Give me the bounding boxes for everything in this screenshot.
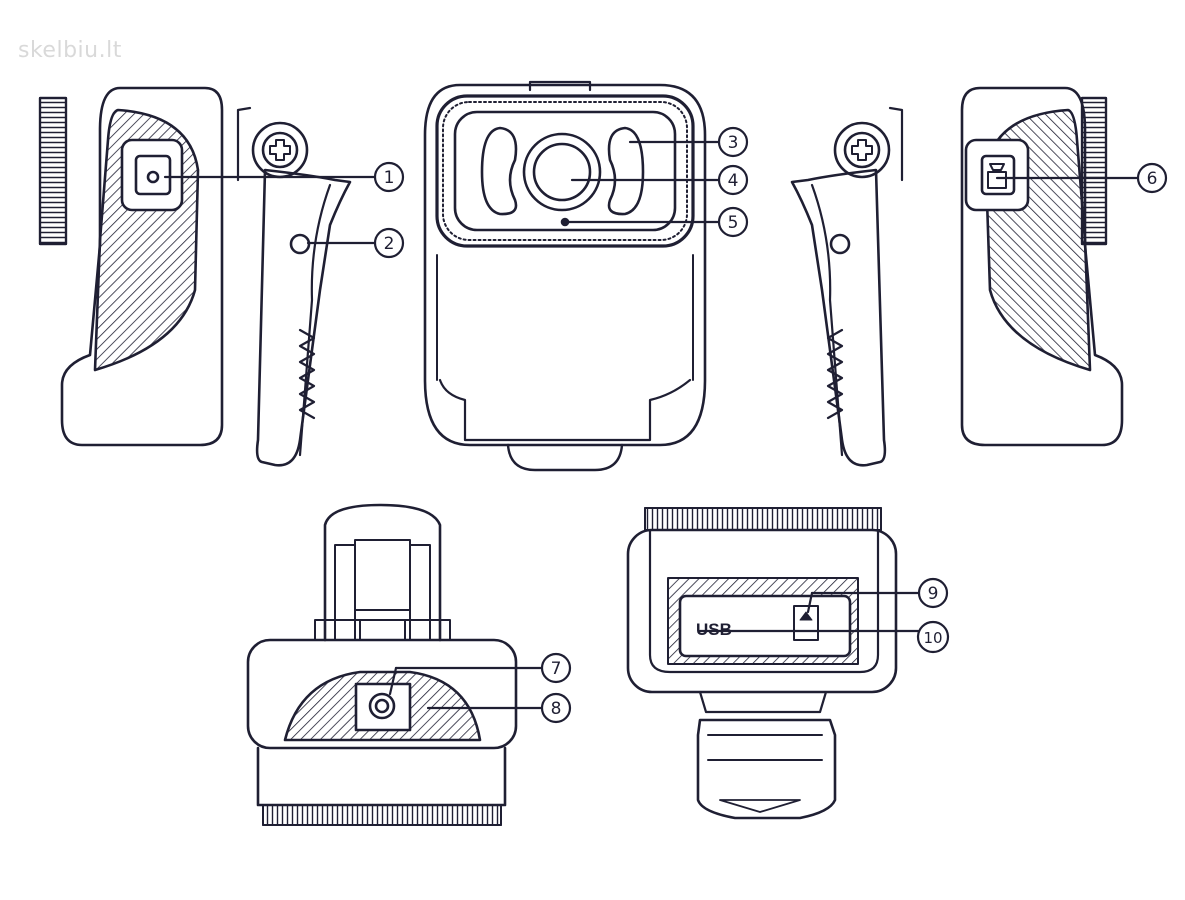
right-side-view xyxy=(790,86,1124,467)
right-clip-teeth xyxy=(826,328,844,420)
front-clip-tab xyxy=(506,443,624,472)
watermark-text: skelbiu.lt xyxy=(18,38,122,63)
watermark: skelbiu.lt xyxy=(18,38,122,63)
svg-text:1: 1 xyxy=(384,168,395,188)
left-button-housing xyxy=(120,138,184,212)
left-body xyxy=(60,86,224,447)
top-body xyxy=(246,638,518,750)
front-view xyxy=(423,80,707,472)
svg-text:3: 3 xyxy=(728,133,739,153)
left-clip-pin xyxy=(289,233,311,255)
front-body xyxy=(423,83,707,447)
ir-led-left xyxy=(480,126,518,216)
callout-2: 2 xyxy=(373,227,405,259)
mic-hole xyxy=(368,692,396,720)
power-button xyxy=(134,154,172,196)
callout-5: 5 xyxy=(717,206,749,238)
record-button xyxy=(980,154,1016,196)
callout-10: 10 xyxy=(916,620,950,654)
right-clip-pin xyxy=(829,233,851,255)
callout-3: 3 xyxy=(717,126,749,158)
svg-text:2: 2 xyxy=(384,234,395,254)
right-button-housing xyxy=(964,138,1030,212)
top-clip-outer xyxy=(323,503,442,642)
bottom-view: USB xyxy=(626,507,898,820)
right-clip xyxy=(790,168,887,467)
lens-panel xyxy=(453,110,677,232)
front-bezel xyxy=(435,94,695,248)
svg-text:8: 8 xyxy=(551,699,562,719)
callout-4: 4 xyxy=(717,164,749,196)
bottom-body xyxy=(626,528,898,694)
ir-led-right xyxy=(607,126,645,216)
callout-7: 7 xyxy=(540,652,572,684)
right-body xyxy=(960,86,1124,447)
mic-housing xyxy=(354,682,412,732)
svg-text:4: 4 xyxy=(728,171,739,191)
callout-6: 6 xyxy=(1136,162,1168,194)
left-knurled-ring xyxy=(38,96,68,246)
front-belt-clip xyxy=(438,378,692,442)
svg-text:5: 5 xyxy=(728,213,739,233)
bottom-knurled-ring xyxy=(644,507,882,531)
callout-8: 8 xyxy=(540,692,572,724)
svg-text:10: 10 xyxy=(923,629,942,647)
left-side-view xyxy=(38,86,352,467)
left-clip-teeth xyxy=(298,328,316,420)
left-clip-screw xyxy=(251,121,309,179)
sd-card-slot xyxy=(793,605,819,641)
callouts: 1 2 3 4 5 6 7 8 9 10 xyxy=(163,126,1168,724)
top-view xyxy=(246,503,518,826)
callout-1: 1 xyxy=(373,161,405,193)
usb-port-label: USB xyxy=(696,620,732,639)
svg-text:6: 6 xyxy=(1147,169,1158,189)
top-knurled-ring xyxy=(262,804,502,826)
camera-lens xyxy=(522,132,602,212)
bottom-clip xyxy=(696,718,837,820)
right-clip-screw xyxy=(833,121,891,179)
svg-text:7: 7 xyxy=(551,659,562,679)
callout-9: 9 xyxy=(917,577,949,609)
svg-text:9: 9 xyxy=(928,584,939,604)
